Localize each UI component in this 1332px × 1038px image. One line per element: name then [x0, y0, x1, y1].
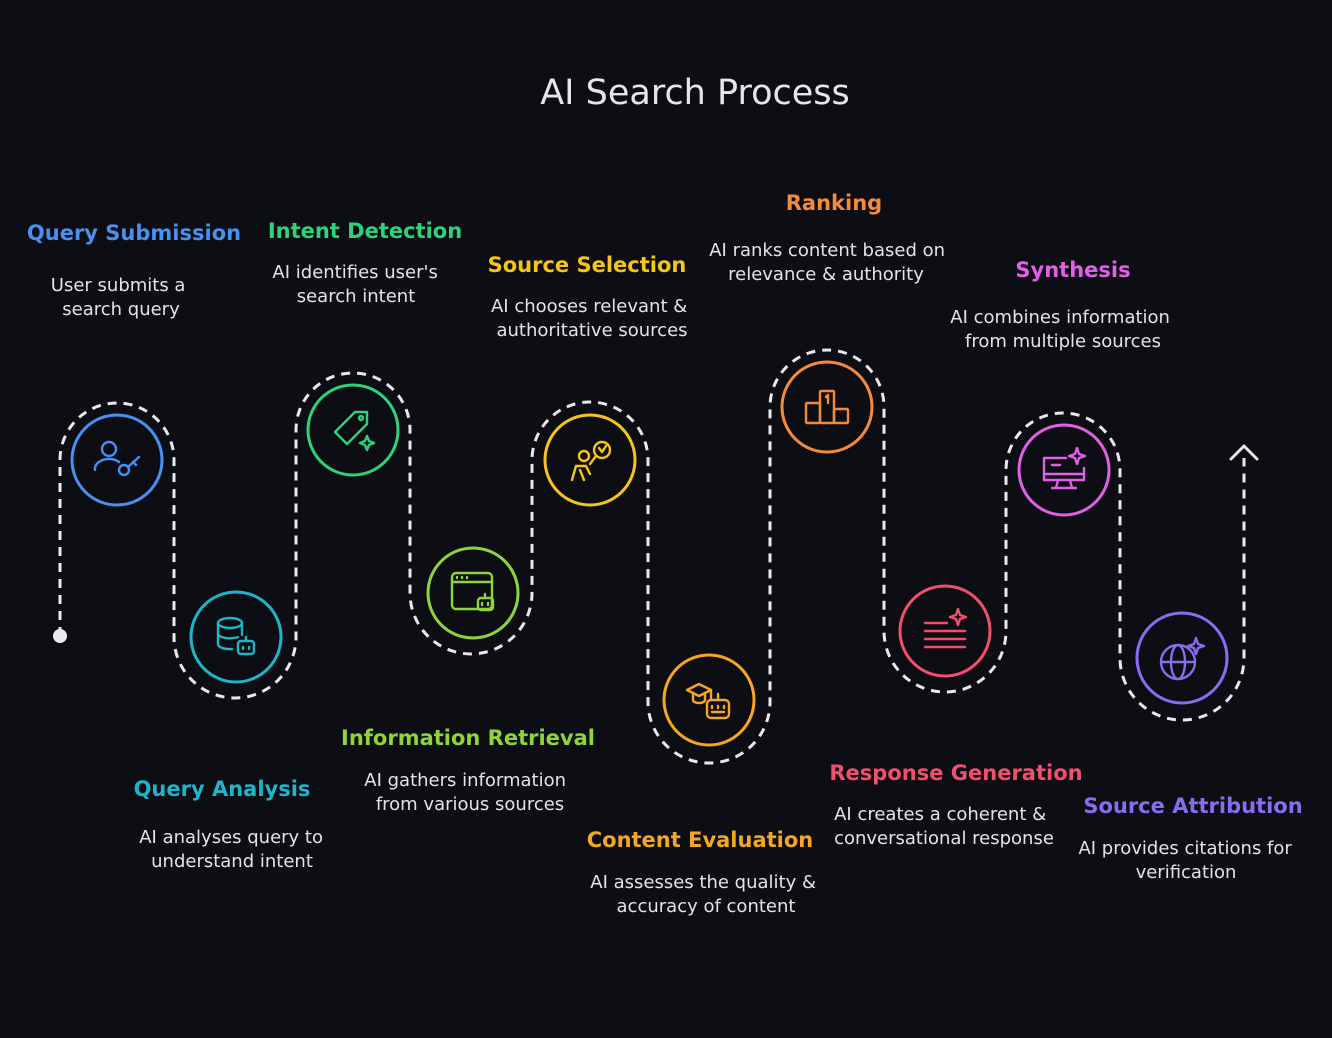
step-content-evaluation: Content Evaluation AI assesses the quali…	[587, 653, 821, 917]
step-title: Source Attribution	[1083, 794, 1302, 818]
step-ring	[898, 584, 992, 678]
path-start-dot	[53, 629, 67, 643]
desc-line: relevance & authority	[728, 264, 924, 285]
step-description: AI ranks content based on relevance & au…	[709, 240, 951, 285]
desc-line: conversational response	[834, 828, 1054, 849]
step-title: Content Evaluation	[587, 828, 814, 852]
step-ring	[662, 653, 756, 747]
desc-line: AI ranks content based on	[709, 240, 945, 261]
step-ring	[1135, 611, 1229, 705]
desc-line: AI chooses relevant &	[491, 296, 687, 317]
step-synthesis: Synthesis AI combines information from m…	[950, 258, 1175, 517]
desc-line: search intent	[297, 286, 416, 307]
step-ring	[426, 546, 520, 640]
step-description: AI analyses query to understand intent	[139, 827, 329, 872]
step-title: Query Submission	[27, 221, 241, 245]
step-source-selection: Source Selection AI chooses relevant & a…	[488, 253, 693, 507]
globe-sparkle-icon	[1159, 636, 1206, 681]
step-ring	[70, 413, 164, 507]
desc-line: from various sources	[376, 794, 564, 815]
step-ring	[543, 413, 637, 507]
graduation-robot-icon	[685, 682, 731, 720]
step-title: Query Analysis	[134, 777, 311, 801]
step-description: AI provides citations for verification	[1078, 838, 1297, 883]
step-query-analysis: Query Analysis AI analyses query to unde…	[134, 590, 329, 872]
desc-line: AI combines information	[950, 307, 1170, 328]
step-title: Information Retrieval	[341, 726, 595, 750]
desc-line: AI assesses the quality &	[590, 872, 816, 893]
step-ring	[780, 360, 874, 454]
person-selection-icon	[570, 440, 612, 482]
desc-line: search query	[62, 299, 180, 320]
step-title: Response Generation	[829, 761, 1082, 785]
step-title: Source Selection	[488, 253, 687, 277]
step-intent-detection: Intent Detection AI identifies user's se…	[268, 219, 462, 477]
step-response-generation: Response Generation AI creates a coheren…	[829, 584, 1083, 849]
podium-icon	[804, 389, 850, 425]
step-query-submission: Query Submission User submits a search q…	[27, 221, 241, 507]
step-ring	[1017, 423, 1111, 517]
step-description: AI combines information from multiple so…	[950, 307, 1175, 352]
tag-sparkle-icon	[333, 410, 376, 452]
step-description: AI gathers information from various sour…	[364, 770, 571, 815]
desc-line: AI gathers information	[364, 770, 566, 791]
process-path	[58, 348, 1246, 765]
step-ring	[189, 590, 283, 684]
step-description: AI assesses the quality & accuracy of co…	[590, 872, 821, 917]
desc-line: AI provides citations for	[1078, 838, 1292, 859]
step-description: AI chooses relevant & authoritative sour…	[491, 296, 693, 341]
desc-line: AI analyses query to	[139, 827, 323, 848]
step-title: Intent Detection	[268, 219, 462, 243]
step-title: Ranking	[786, 191, 882, 215]
text-sparkle-icon	[923, 607, 968, 649]
monitor-sparkle-icon	[1042, 446, 1087, 490]
path-end-arrow	[1229, 444, 1259, 461]
browser-robot-icon	[450, 571, 495, 612]
step-description: AI creates a coherent & conversational r…	[834, 804, 1054, 849]
step-title: Synthesis	[1015, 258, 1130, 282]
desc-line: AI creates a coherent &	[834, 804, 1046, 825]
step-description: AI identifies user's search intent	[272, 262, 443, 307]
desc-line: AI identifies user's	[272, 262, 437, 283]
step-ranking: Ranking AI ranks content based on releva…	[709, 191, 951, 454]
step-source-attribution: Source Attribution AI provides citations…	[1078, 611, 1303, 883]
step-ring	[306, 383, 400, 477]
user-key-icon	[93, 440, 141, 477]
desc-line: User submits a	[51, 275, 186, 296]
step-description: User submits a search query	[51, 275, 191, 320]
desc-line: from multiple sources	[965, 331, 1161, 352]
database-robot-icon	[216, 616, 256, 656]
step-information-retrieval: Information Retrieval AI gathers informa…	[341, 546, 595, 815]
desc-line: accuracy of content	[617, 896, 796, 917]
desc-line: authoritative sources	[496, 320, 687, 341]
page-title: AI Search Process	[540, 73, 850, 113]
desc-line: understand intent	[151, 851, 313, 872]
desc-line: verification	[1136, 862, 1237, 883]
